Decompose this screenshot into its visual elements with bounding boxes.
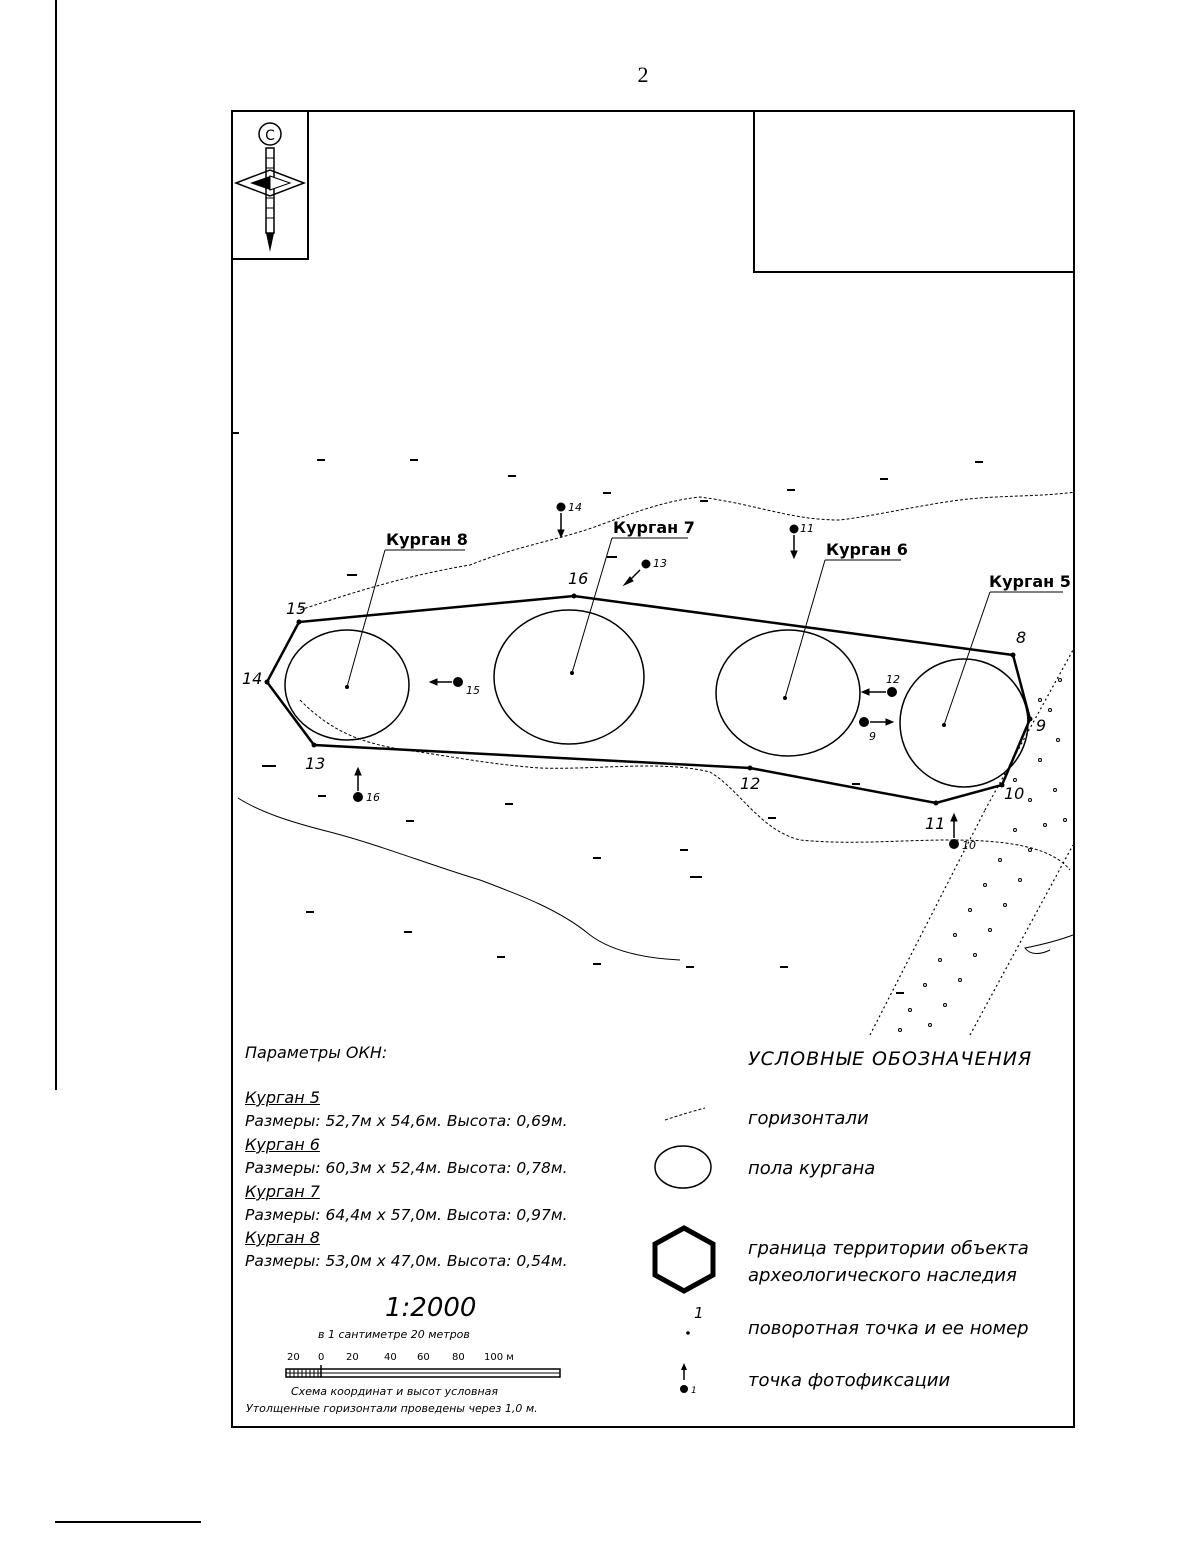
legend-turn-point-number: 1	[694, 1304, 704, 1322]
road-strip	[869, 649, 1074, 1036]
point-label-8: 8	[1016, 628, 1026, 647]
kurgan-7-label: Курган 7	[613, 518, 695, 537]
kurgan-8-floor	[284, 629, 410, 741]
legend-photo-point-text: точка фотофиксации	[748, 1370, 951, 1391]
photo-point-13	[622, 559, 651, 587]
legend-photo-point-icon	[680, 1363, 688, 1393]
heritage-boundary	[265, 594, 1032, 805]
page-number: 2	[637, 62, 649, 87]
params-kurgan-7-dims: Размеры: 64,4м x 57,0м. Высота: 0,97м.	[245, 1206, 568, 1224]
legend-boundary-text-2: археологического наследия	[748, 1265, 1017, 1286]
legend-boundary-icon	[652, 1225, 716, 1294]
params-kurgan-8-dims: Размеры: 53,0м x 47,0м. Высота: 0,54м.	[245, 1252, 568, 1270]
legend-kurgan-floor-text: пола кургана	[748, 1158, 876, 1179]
point-label-11: 11	[925, 814, 945, 833]
scale-tick-0: 20	[287, 1352, 300, 1363]
photo-point-11	[789, 524, 799, 560]
footnote-rule	[55, 1521, 201, 1523]
legend-contour-icon	[664, 1107, 706, 1121]
map-frame	[231, 110, 1075, 1428]
kurgan-5-label: Курган 5	[989, 572, 1071, 591]
point-label-14: 14	[242, 669, 262, 688]
scale-tick-2: 20	[346, 1352, 359, 1363]
photo-label-10: 10	[962, 839, 976, 852]
point-label-13: 13	[305, 754, 325, 773]
legend-turn-point-icon	[686, 1331, 690, 1335]
point-label-16: 16	[568, 569, 588, 588]
photo-label-13: 13	[653, 557, 667, 570]
photo-point-16	[353, 766, 363, 802]
photo-point-14	[556, 502, 566, 539]
photo-label-15: 15	[466, 684, 480, 697]
params-kurgan-7-name: Курган 7	[245, 1182, 320, 1201]
scale-tick-5: 80	[452, 1352, 465, 1363]
scale-note-1: Схема координат и высот условная	[291, 1385, 499, 1398]
params-kurgan-5-name: Курган 5	[245, 1088, 320, 1107]
scale-tick-4: 60	[417, 1352, 430, 1363]
north-label: С	[265, 128, 275, 144]
kurgan-floors	[284, 609, 1029, 788]
params-title: Параметры ОКН:	[245, 1043, 388, 1062]
params-kurgan-5-dims: Размеры: 52,7м x 54,6м. Высота: 0,69м.	[245, 1112, 568, 1130]
spot-heights	[233, 432, 983, 994]
kurgan-7-floor	[493, 609, 645, 745]
legend-contour-text: горизонтали	[748, 1108, 869, 1129]
legend-symbols	[652, 1107, 716, 1393]
legend-boundary-text-1: граница территории объекта	[748, 1238, 1029, 1259]
page-margin-line	[55, 0, 57, 1090]
scale-tick-6: 100 м	[484, 1352, 514, 1363]
scale-subtitle: в 1 сантиметре 20 метров	[318, 1328, 470, 1341]
north-arrow-box	[231, 110, 309, 260]
photo-point-10	[949, 812, 959, 849]
legend-photo-point-number: 1	[691, 1386, 697, 1396]
legend-turn-point-text: поворотная точка и ее номер	[748, 1318, 1029, 1339]
scale-note-2: Утолщенные горизонтали проведены через 1…	[246, 1402, 538, 1415]
legend-title: УСЛОВНЫЕ ОБОЗНАЧЕНИЯ	[748, 1048, 1033, 1070]
point-label-9: 9	[1036, 716, 1046, 735]
photo-label-16: 16	[366, 791, 380, 804]
params-kurgan-6-name: Курган 6	[245, 1135, 320, 1154]
photo-label-14: 14	[568, 501, 582, 514]
kurgan-8-label: Курган 8	[386, 530, 468, 549]
photo-point-12	[860, 687, 897, 697]
photo-points	[353, 502, 959, 849]
scale-tick-3: 40	[384, 1352, 397, 1363]
legend-kurgan-icon	[654, 1145, 712, 1189]
scale-ratio: 1:2000	[385, 1293, 477, 1323]
params-kurgan-8-name: Курган 8	[245, 1228, 320, 1247]
north-arrow-icon: С	[233, 122, 307, 252]
photo-point-15	[428, 677, 463, 687]
photo-label-11: 11	[800, 522, 814, 535]
photo-point-9	[859, 717, 895, 727]
title-box	[753, 110, 1075, 273]
photo-label-12: 12	[886, 673, 900, 686]
scale-bar	[285, 1365, 561, 1378]
point-label-10: 10	[1004, 784, 1024, 803]
contour-lines	[299, 491, 1076, 871]
point-label-15: 15	[286, 599, 306, 618]
params-kurgan-6-dims: Размеры: 60,3м x 52,4м. Высота: 0,78м.	[245, 1159, 568, 1177]
contour-lines-solid	[237, 797, 1074, 961]
photo-label-9: 9	[869, 730, 876, 743]
boundary-vertices	[264, 593, 1033, 806]
kurgan-6-floor	[715, 629, 861, 757]
scale-tick-1: 0	[318, 1352, 324, 1363]
point-label-12: 12	[740, 774, 760, 793]
kurgan-6-label: Курган 6	[826, 540, 908, 559]
